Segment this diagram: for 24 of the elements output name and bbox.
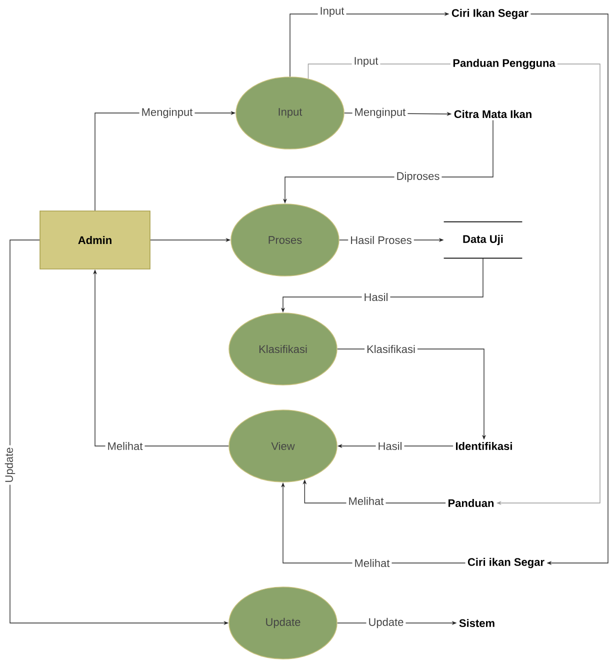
edge-label: Hasil Proses — [348, 234, 414, 246]
entity-label: Panduan — [448, 498, 494, 508]
edge-label: Update — [2, 445, 18, 485]
data-store: Data Uji — [443, 221, 523, 259]
edge-label: Menginput — [139, 106, 195, 120]
entity-label: Ciri ikan Segar — [468, 558, 544, 568]
edge-label: Hasil — [362, 290, 390, 304]
entity-label: Citra Mata Ikan — [454, 110, 532, 118]
edge-label: Update — [366, 616, 406, 630]
edge-label: Melihat — [346, 494, 386, 508]
edge-label: Melihat — [352, 556, 392, 570]
edge-label: Melihat — [105, 440, 145, 452]
edge-label: Input — [352, 55, 380, 69]
entity-label: Identifikasi — [456, 442, 512, 450]
process-box: Admin — [40, 210, 150, 270]
arrow — [530, 14, 608, 566]
entity-label: Ciri Ikan Segar — [452, 8, 528, 20]
edge-label: Klasifikasi — [364, 342, 418, 356]
entity-label: Panduan Pengguna — [453, 58, 556, 70]
edge-label: Hasil — [376, 440, 404, 452]
edge-label: Menginput — [352, 106, 408, 120]
edge-label: Diproses — [394, 170, 442, 184]
entity-label: Sistem — [459, 618, 494, 628]
edge-label: Input — [318, 5, 346, 19]
